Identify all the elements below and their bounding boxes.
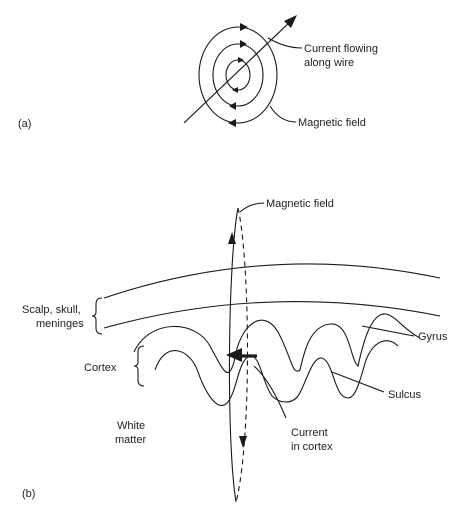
loop-arrow-inner-bottom — [232, 87, 238, 93]
gyrus-leader — [361, 325, 415, 337]
cortex-upper-surface — [133, 313, 421, 374]
sulcus-label: Sulcus — [388, 389, 422, 401]
loop-arrow-outer-bottom — [228, 119, 236, 127]
field-loop-front — [228, 207, 239, 503]
field-loop-outer — [198, 26, 278, 124]
current-cortex-leader — [253, 365, 287, 419]
scalp-outer-arc — [103, 263, 441, 299]
loop-arrow-middle-top — [240, 40, 247, 48]
current-leader — [267, 37, 303, 49]
panel-b-label: (b) — [22, 488, 35, 500]
scalp-label-line1: Scalp, skull, — [22, 304, 81, 316]
cortex-lower-surface — [154, 340, 399, 407]
loop-arrow-outer-top — [240, 23, 248, 31]
sulcus-leader — [331, 371, 385, 393]
panel-b: Magnetic field Scalp, skull, meninges Co… — [22, 198, 448, 503]
panel-a-label: (a) — [18, 118, 31, 130]
cortex-label: Cortex — [84, 362, 117, 374]
current-cortex-line1: Current — [291, 427, 328, 439]
field-loop-inner — [225, 59, 251, 91]
field-label-b: Magnetic field — [266, 198, 334, 210]
field-loop-middle — [212, 43, 264, 107]
scalp-brace — [91, 297, 103, 335]
current-label-line2: along wire — [304, 57, 354, 69]
loop-arrow-inner-top — [238, 57, 244, 63]
white-matter-line2: matter — [115, 434, 147, 446]
gyrus-label: Gyrus — [418, 331, 448, 343]
cortex-brace — [133, 345, 145, 387]
loop-arrow-middle-bottom — [229, 102, 236, 110]
field-leader-a — [269, 105, 297, 123]
field-arrow-down — [239, 436, 247, 448]
current-arrowhead — [226, 348, 242, 362]
wire-line — [183, 19, 293, 124]
field-loop-back — [235, 207, 249, 503]
white-matter-line1: White — [117, 420, 145, 432]
scalp-inner-arc — [103, 301, 441, 329]
wire-arrowhead — [284, 15, 297, 28]
field-arrow-up — [228, 232, 236, 244]
current-cortex-line2: in cortex — [291, 441, 333, 453]
field-label-a: Magnetic field — [298, 117, 366, 129]
field-leader-b — [239, 202, 265, 213]
scalp-label-line2: meninges — [36, 318, 84, 330]
current-label-line1: Current flowing — [304, 43, 378, 55]
panel-a: Current flowing along wire Magnetic fiel… — [18, 15, 378, 130]
